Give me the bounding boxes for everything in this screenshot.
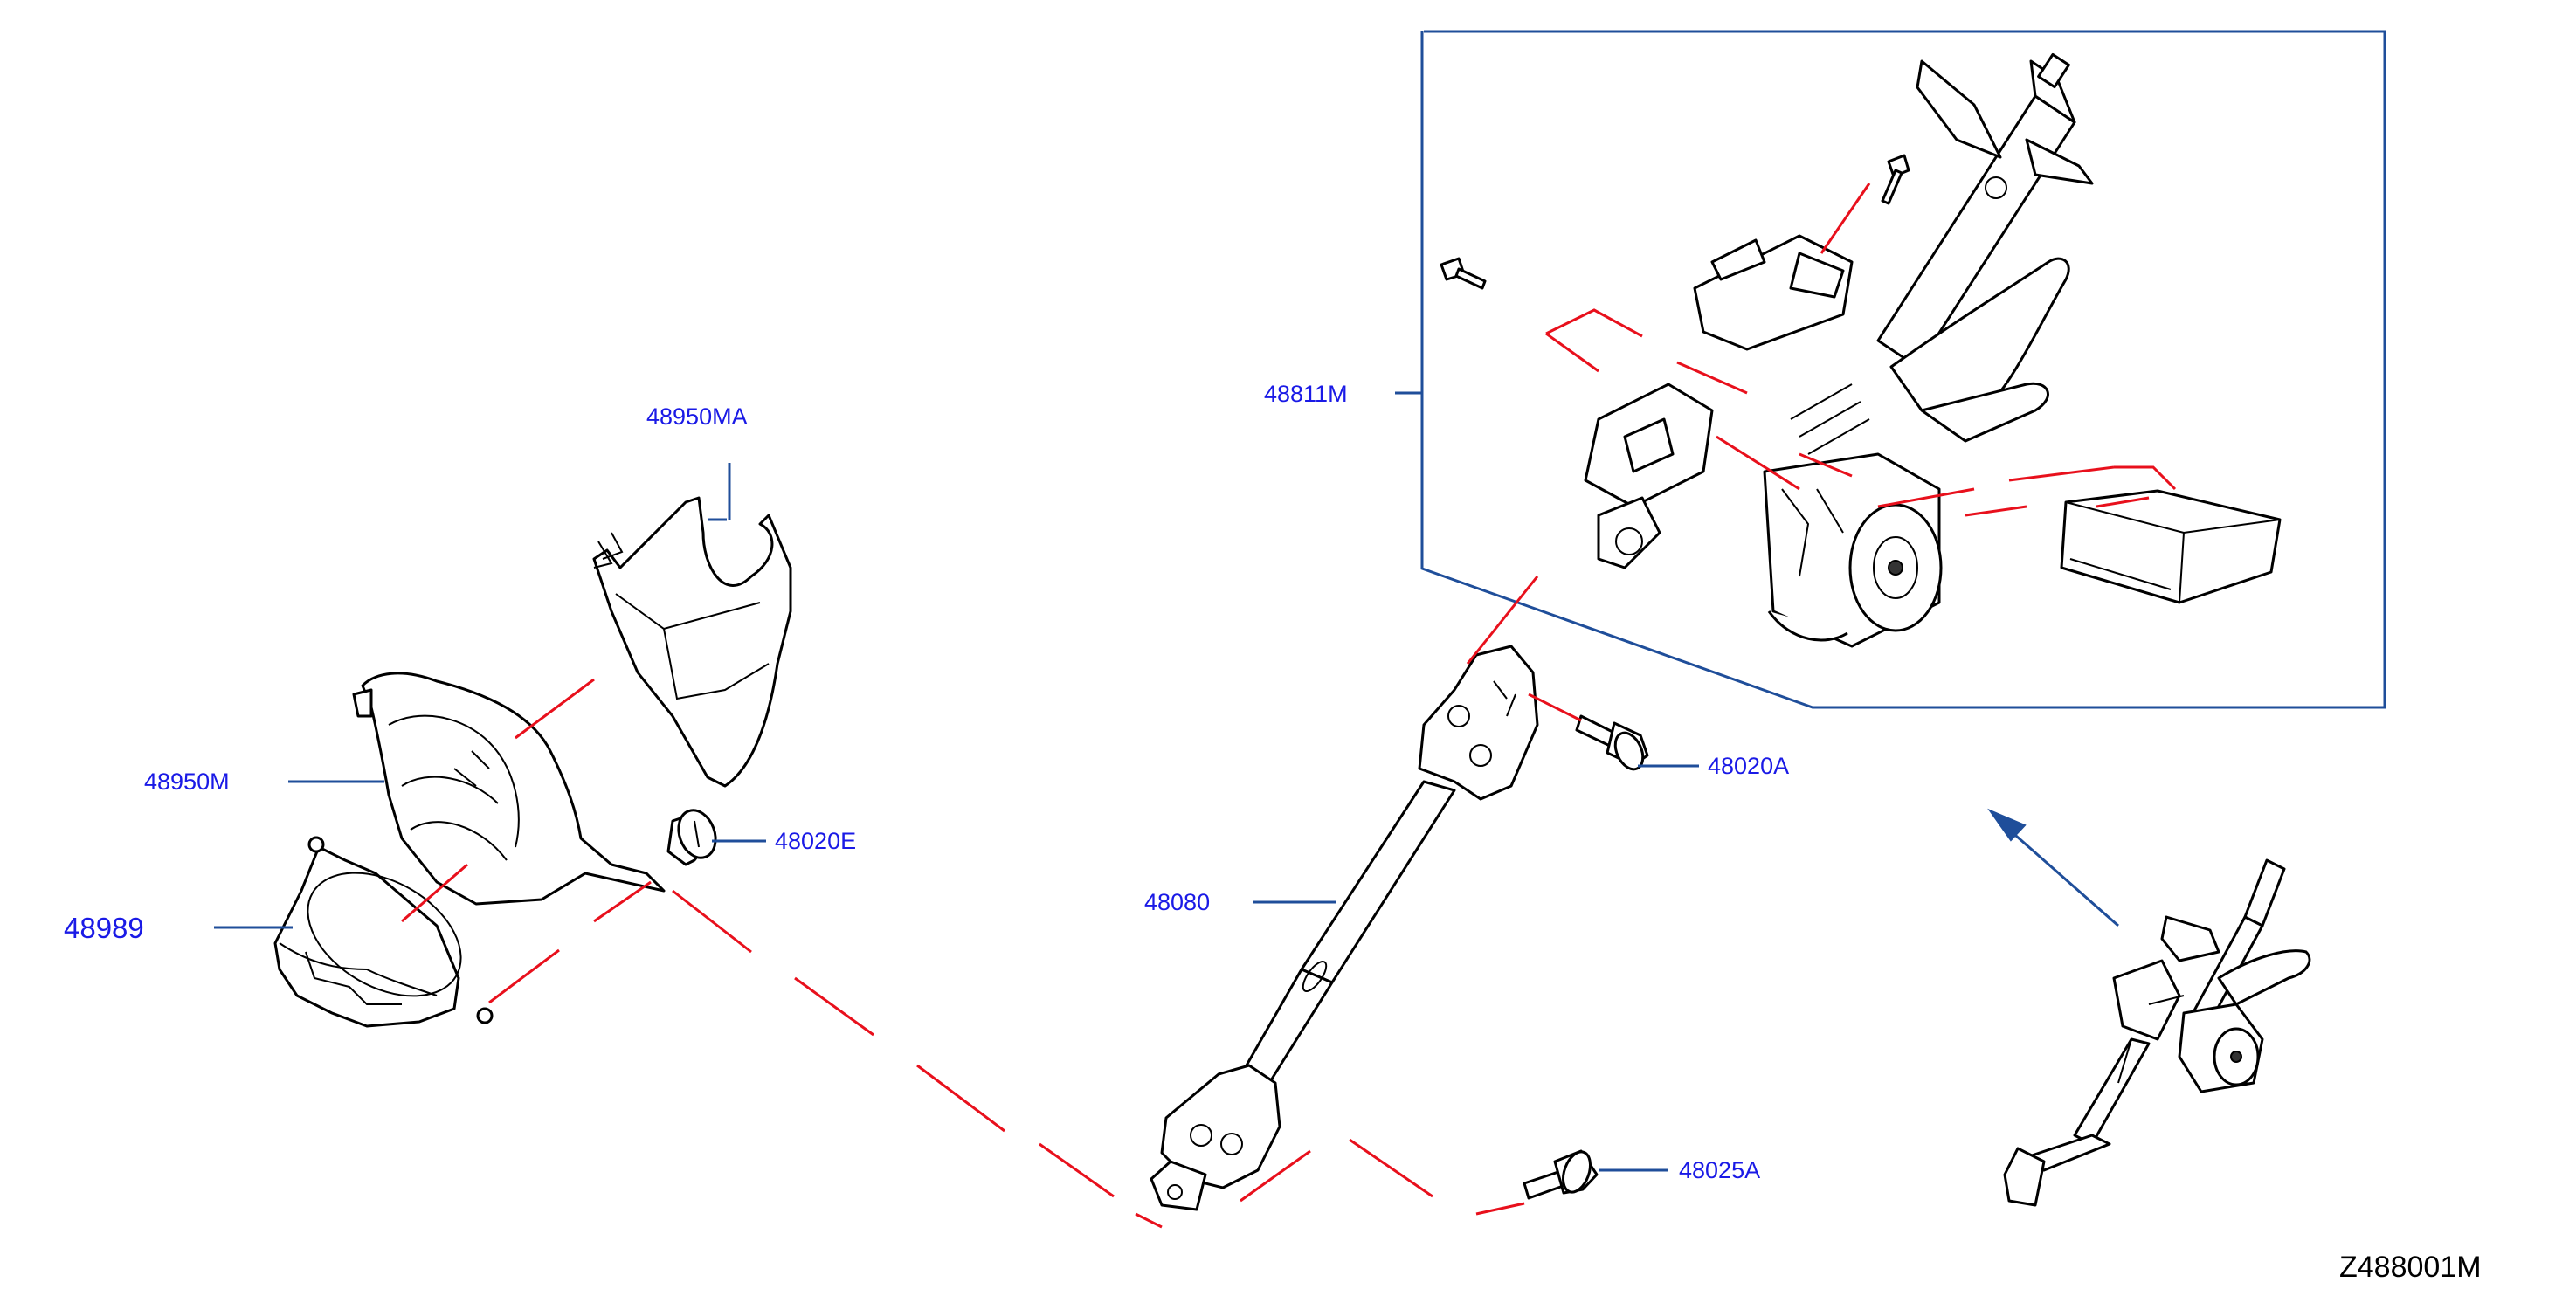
label-48811M: 48811M [1264, 381, 1348, 407]
label-48950M: 48950M [144, 769, 230, 795]
label-48989: 48989 [64, 912, 144, 944]
direction-arrow [1987, 808, 2119, 927]
label-48020A: 48020A [1708, 753, 1789, 779]
label-48025A: 48025A [1679, 1157, 1760, 1183]
label-48020E: 48020E [775, 828, 856, 854]
column-cover-upper-48950MA [592, 496, 792, 788]
diagram-code: Z488001M [2339, 1251, 2482, 1284]
boot-seal-48989 [273, 836, 494, 1028]
intermediate-shaft-48080 [1150, 645, 1539, 1211]
steering-column-assembly-48811M [1440, 52, 2282, 648]
label-48950MA: 48950MA [646, 403, 748, 430]
label-48080: 48080 [1144, 889, 1210, 915]
assembly-inset-frame [1420, 30, 2386, 709]
clip-48020E [666, 809, 717, 866]
label-leader-lines [214, 391, 1699, 1172]
overview-assembly-thumbnail [2003, 858, 2311, 1207]
main-callout-lines [401, 576, 1582, 1229]
bolt-48020A [1575, 714, 1649, 771]
column-cover-lower-48950M [352, 672, 666, 906]
inset-callout-lines [1545, 183, 2177, 517]
bolt-48025A [1523, 1149, 1599, 1200]
